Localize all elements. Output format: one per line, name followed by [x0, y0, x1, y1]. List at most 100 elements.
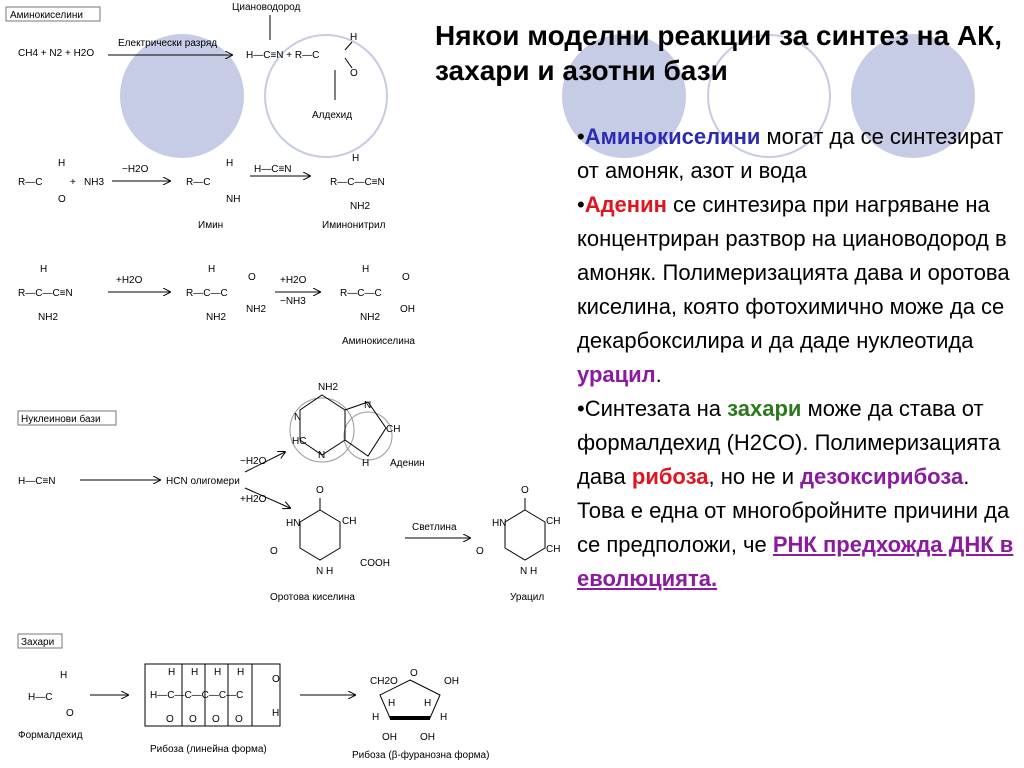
atom-ch: CH [546, 516, 560, 527]
atom-o: O [316, 485, 324, 496]
amide-formula: R—C—C [186, 288, 228, 299]
bullet-2: •Аденин се синтезира при нагряване на ко… [577, 192, 1010, 387]
nh2-label: NH2 [360, 312, 380, 323]
keyword-deoxyribose: дезоксирибоза [800, 464, 964, 489]
atom-o: O [521, 485, 529, 496]
atom-h: H [272, 708, 279, 719]
section-label-bases: Нуклеинови бази [21, 413, 101, 425]
atom-o: O [189, 714, 197, 725]
section-label-box [17, 410, 117, 426]
uracil-ring [504, 509, 546, 561]
atom-o: O [272, 674, 280, 685]
imine-formula: R—C [186, 177, 210, 188]
atom-o: O [166, 714, 174, 725]
bullet-3: •Синтезата на захари може да става от фо… [577, 396, 1014, 591]
oh-label: OH [400, 304, 415, 315]
link-rna-before-dna[interactable]: РНК предхожда ДНК в еволюцията. [577, 532, 1014, 591]
atom-h: H [214, 667, 221, 678]
bullet-text: . [655, 362, 662, 387]
bullet-text: . Това е една от многобройните причини д… [577, 464, 1010, 557]
nh2-label: NH2 [350, 201, 370, 212]
bond-line [344, 57, 353, 69]
plus-nh3: + [70, 177, 76, 188]
oh-label: OH [382, 732, 397, 743]
atom-hn: HN [492, 518, 506, 529]
plus-h2o-label: +H2O [280, 275, 307, 286]
atom-n: N [294, 412, 301, 423]
oh-label: OH [444, 676, 459, 687]
slide-title: Някои моделни реакции за синтез на АК, з… [435, 20, 1003, 86]
atom-ch: CH [546, 544, 560, 555]
minus-nh3-label: −NH3 [280, 296, 306, 307]
atom-o: O [270, 546, 278, 557]
atom-hn: HN [286, 518, 300, 529]
atom-hc: HC [292, 436, 306, 447]
atom-h: H [40, 264, 47, 275]
keyword-uracil: урацил [577, 362, 656, 387]
adenine-ring-highlight [289, 397, 355, 463]
aminoacid-label: Аминокиселина [342, 336, 415, 347]
imine-label: Имин [198, 220, 223, 231]
atom-h: H [60, 670, 67, 681]
atom-nh: N H [316, 566, 333, 577]
plus-h2o-label: +H2O [240, 494, 267, 505]
bond-line [344, 41, 353, 51]
atom-h: H [424, 698, 431, 709]
section-label-box [17, 633, 63, 649]
hcn-reagent: H—C≡N [254, 164, 292, 175]
atom-o: O [350, 68, 358, 79]
ribose-linear-box [144, 663, 281, 727]
keyword-aminoacids: Аминокиселини [584, 124, 761, 149]
ribose-furan-label: Рибоза (β-фуранозна форма) [352, 749, 489, 761]
decor-circle-3 [562, 34, 686, 158]
keyword-ribose: рибоза [631, 464, 709, 489]
atom-n: N [364, 400, 371, 411]
adenine-six-ring [299, 394, 346, 456]
hcn-start: H—C≡N [18, 476, 56, 487]
atom-o: O [476, 546, 484, 557]
ch2o-label: CH2O [370, 676, 398, 687]
branch-arrow-up [244, 452, 285, 473]
atom-h: H [440, 712, 447, 723]
atom-nh: N H [520, 566, 537, 577]
section-label-box [5, 6, 101, 22]
keyword-sugars: захари [727, 396, 802, 421]
bullet-text: , но не и [708, 464, 801, 489]
nh2-label: NH2 [38, 312, 58, 323]
atom-o: O [212, 714, 220, 725]
orotic-acid-label: Оротова киселина [270, 592, 355, 603]
minus-h2o-label: −H2O [122, 164, 149, 175]
nh2-label: NH2 [318, 382, 338, 393]
orotic-ring [299, 509, 341, 561]
atom-ch: CH [342, 516, 356, 527]
bullet-list: •Аминокиселини могат да се синтезират от… [577, 120, 1017, 596]
atom-h: H [58, 158, 65, 169]
nh2-label: NH2 [246, 304, 266, 315]
hcn-name-label: Циановодород [232, 2, 300, 13]
bullet-text: се синтезира при нагряване на концентрир… [577, 192, 1010, 353]
hcn-oligomers-label: HCN олигомери [166, 476, 240, 487]
atom-h: H [372, 712, 379, 723]
plus-h2o-label: +H2O [116, 275, 143, 286]
atom-h: H [362, 264, 369, 275]
atom-o: O [248, 272, 256, 283]
bullet-1: •Аминокиселини могат да се синтезират от… [577, 124, 1004, 183]
ribose-chain: H—C—C—C—C—C [150, 690, 243, 701]
decor-circle-2 [264, 34, 388, 158]
atom-ch: CH [386, 424, 400, 435]
atom-o: O [410, 668, 418, 679]
section-label-aminoacids: Аминокиселини [10, 10, 83, 21]
ribose-linear-label: Рибоза (линейна форма) [150, 743, 267, 755]
decor-circle-4 [707, 34, 831, 158]
atom-nh: NH [226, 194, 240, 205]
atom-h: H [388, 698, 395, 709]
aldehyde-label: Алдехид [312, 110, 352, 121]
discharge-label: Електрически разряд [118, 38, 217, 49]
atom-h: H [208, 264, 215, 275]
minus-h2o-label: −H2O [240, 456, 267, 467]
iminonitrile-formula: R—C—C≡N [330, 177, 385, 188]
oh-label: OH [420, 732, 435, 743]
adenine-five-ring [344, 401, 387, 457]
aldehyde-formula: R—C [18, 177, 42, 188]
reactants-label: CH4 + N2 + H2O [18, 48, 94, 59]
